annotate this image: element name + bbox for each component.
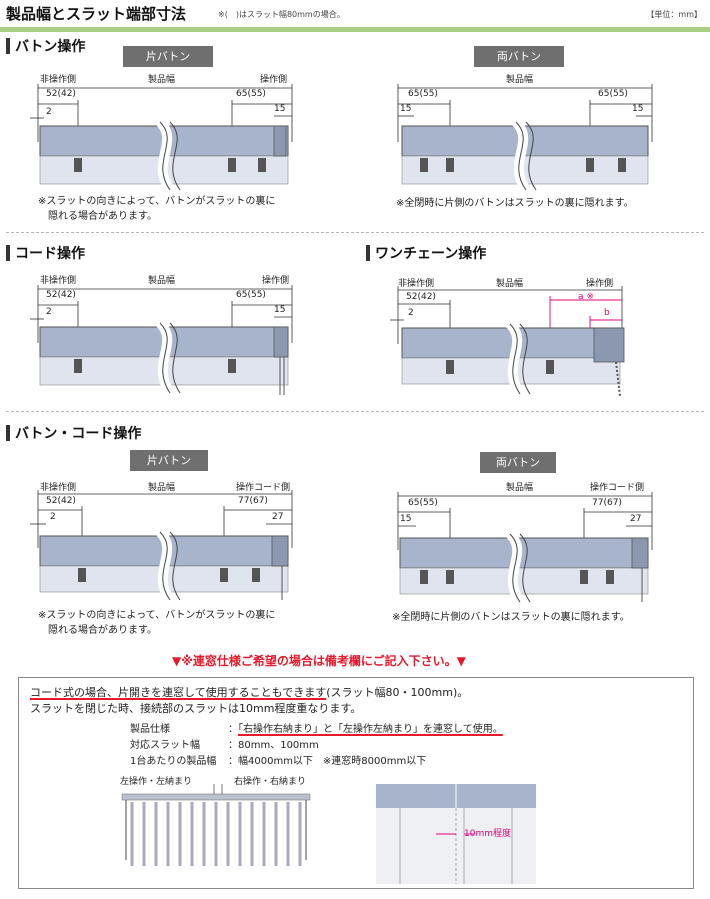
- label-non-operating-side: 非操作側: [40, 75, 77, 85]
- section-title-baton-cord: バトン・コード操作: [6, 423, 141, 443]
- header-divider: [0, 27, 710, 32]
- header-note: ※( )はスラット幅80mmの場合。: [218, 10, 345, 19]
- tab-single-baton: 片バトン: [123, 46, 213, 67]
- callout-line-1: コード式の場合、片開きを連窓して使用することもできます(スラット幅80・100m…: [30, 686, 469, 699]
- section-mark: [6, 425, 10, 441]
- dim-77: 77(67): [238, 496, 268, 506]
- section-mark: [366, 245, 370, 261]
- label-overlap-10mm: 10mm程度: [464, 829, 511, 839]
- page-title: 製品幅とスラット端部寸法: [6, 5, 187, 23]
- label-product-width: 製品幅: [506, 483, 534, 493]
- label-product-width: 製品幅: [496, 279, 524, 289]
- note-closed-hidden-2: ※全閉時に片側のバトンはスラットの裏に隠れます。: [392, 612, 630, 623]
- dim-a: a ※: [578, 292, 594, 302]
- dim-27: 27: [272, 512, 284, 522]
- label-operating-cord-side: 操作コード側: [590, 483, 645, 493]
- label-product-width: 製品幅: [148, 276, 176, 286]
- illustration-overlap-detail: [376, 784, 536, 884]
- section-title-baton: バトン操作: [6, 36, 85, 56]
- label-non-operating-side: 非操作側: [40, 276, 77, 286]
- dim-65: 65(55): [236, 290, 266, 300]
- section-title-cord: コード操作: [6, 243, 85, 263]
- dim-15-left: 15: [400, 104, 412, 114]
- label-operating-side: 操作側: [586, 279, 614, 289]
- dim-2: 2: [50, 512, 56, 522]
- spec-value-slat: ：80mm、100mm: [228, 740, 319, 751]
- tab-double-baton: 両バトン: [474, 46, 564, 67]
- diagram-baton-cord-double: [397, 492, 653, 605]
- diagram-baton-cord-single: [30, 490, 293, 603]
- section-title-chain: ワンチェーン操作: [366, 243, 486, 263]
- tab-double-baton: 両バトン: [480, 452, 556, 473]
- label-operating-cord-side: 操作コード側: [236, 483, 291, 493]
- note-slat-hidden-1: ※スラットの向きによって、バトンがスラットの裏に 隠れる場合があります。: [38, 196, 276, 222]
- tab-single-baton: 片バトン: [130, 450, 208, 471]
- label-right-operation: 右操作・右納まり: [234, 777, 307, 787]
- label-operating-side: 操作側: [262, 276, 290, 286]
- dim-52: 52(42): [46, 290, 76, 300]
- diagram-one-chain: [390, 286, 625, 397]
- dim-2: 2: [46, 107, 52, 117]
- dim-52: 52(42): [406, 292, 436, 302]
- dim-2: 2: [408, 308, 414, 318]
- spec-label-product: 製品仕様: [130, 724, 170, 735]
- label-product-width: 製品幅: [148, 75, 176, 85]
- dim-65-left: 65(55): [408, 89, 438, 99]
- label-product-width: 製品幅: [506, 75, 534, 85]
- dim-65-right: 65(55): [598, 89, 628, 99]
- section-title-text: バトン操作: [15, 39, 86, 55]
- diagram-double-baton: [397, 84, 653, 192]
- dim-52: 52(42): [46, 496, 76, 506]
- dim-65: 65(55): [236, 89, 266, 99]
- section-divider: [6, 411, 704, 412]
- dim-2: 2: [46, 307, 52, 317]
- section-mark: [6, 38, 10, 54]
- diagram-single-baton: [30, 84, 293, 192]
- dim-15: 15: [274, 104, 286, 114]
- dim-52: 52(42): [46, 89, 76, 99]
- dim-15: 15: [274, 305, 286, 315]
- label-product-width: 製品幅: [148, 483, 176, 493]
- label-non-operating-side: 非操作側: [40, 483, 77, 493]
- spec-value-width: ：幅4000mm以下 ※連窓時8000mm以下: [228, 756, 427, 767]
- label-left-operation: 左操作・左納まり: [120, 777, 193, 787]
- dim-b: b: [604, 308, 610, 318]
- callout-line-2: スラットを閉じた時、接続部のスラットは10mm程度重なります。: [30, 702, 362, 715]
- note-closed-hidden: ※全閉時に片側のバトンはスラットの裏に隠れます。: [396, 198, 634, 209]
- dim-15-right: 15: [632, 104, 644, 114]
- dim-77: 77(67): [592, 498, 622, 508]
- dim-65: 65(55): [408, 498, 438, 508]
- section-mark: [6, 245, 10, 261]
- red-notice: ▼※連窓仕様ご希望の場合は備考欄にご記入下さい。▼: [172, 654, 466, 668]
- dim-27: 27: [630, 514, 642, 524]
- dim-15: 15: [400, 514, 412, 524]
- section-divider: [6, 232, 704, 233]
- illustration-linked-blinds: [121, 784, 311, 866]
- unit-label: 【単位：mm】: [646, 10, 702, 19]
- note-slat-hidden-2: ※スラットの向きによって、バトンがスラットの裏に 隠れる場合があります。: [38, 610, 276, 636]
- label-operating-side: 操作側: [260, 75, 288, 85]
- label-non-operating-side: 非操作側: [398, 279, 435, 289]
- spec-label-width: 1台あたりの製品幅: [130, 756, 217, 767]
- diagram-cord: [30, 285, 293, 396]
- spec-label-slat: 対応スラット幅: [130, 740, 200, 751]
- spec-value-product: ：「右操作右納まり」と「左操作左納まり」を連窓して使用。: [228, 724, 503, 735]
